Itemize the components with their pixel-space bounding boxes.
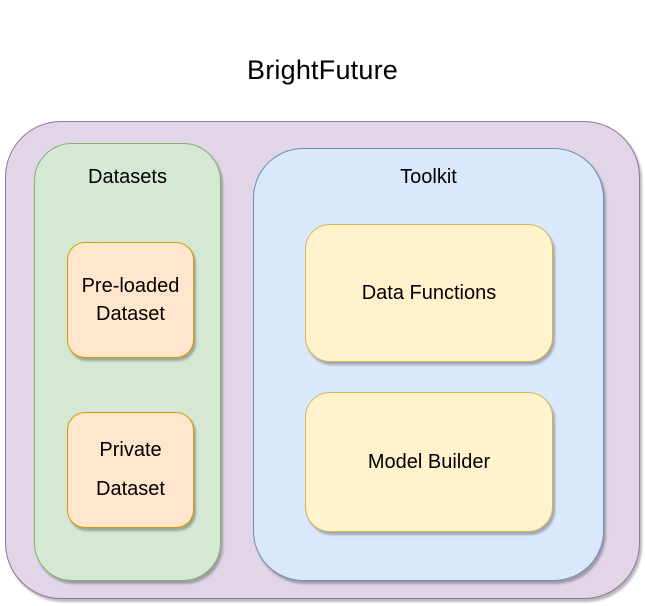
private-dataset-node: Private Dataset: [67, 412, 194, 528]
data-functions-node: Data Functions: [305, 224, 553, 362]
preloaded-dataset-label-line2: Dataset: [96, 303, 165, 325]
datasets-group-label: Datasets: [88, 166, 167, 188]
toolkit-group: Toolkit Data Functions Model Builder: [253, 148, 604, 581]
model-builder-label: Model Builder: [367, 450, 491, 473]
toolkit-group-label: Toolkit: [400, 166, 457, 188]
model-builder-node: Model Builder: [305, 392, 553, 532]
diagram-title: BrightFuture: [247, 55, 398, 85]
private-dataset-label-line2: Dataset: [96, 478, 165, 500]
preloaded-dataset-label-line1: Pre-loaded: [81, 275, 180, 297]
outer-group: Datasets Pre-loaded Dataset Private Data…: [5, 121, 640, 599]
datasets-group: Datasets Pre-loaded Dataset Private Data…: [34, 143, 221, 581]
private-dataset-label-line1: Private: [99, 439, 162, 461]
data-functions-label: Data Functions: [361, 281, 497, 304]
preloaded-dataset-node: Pre-loaded Dataset: [67, 242, 194, 358]
